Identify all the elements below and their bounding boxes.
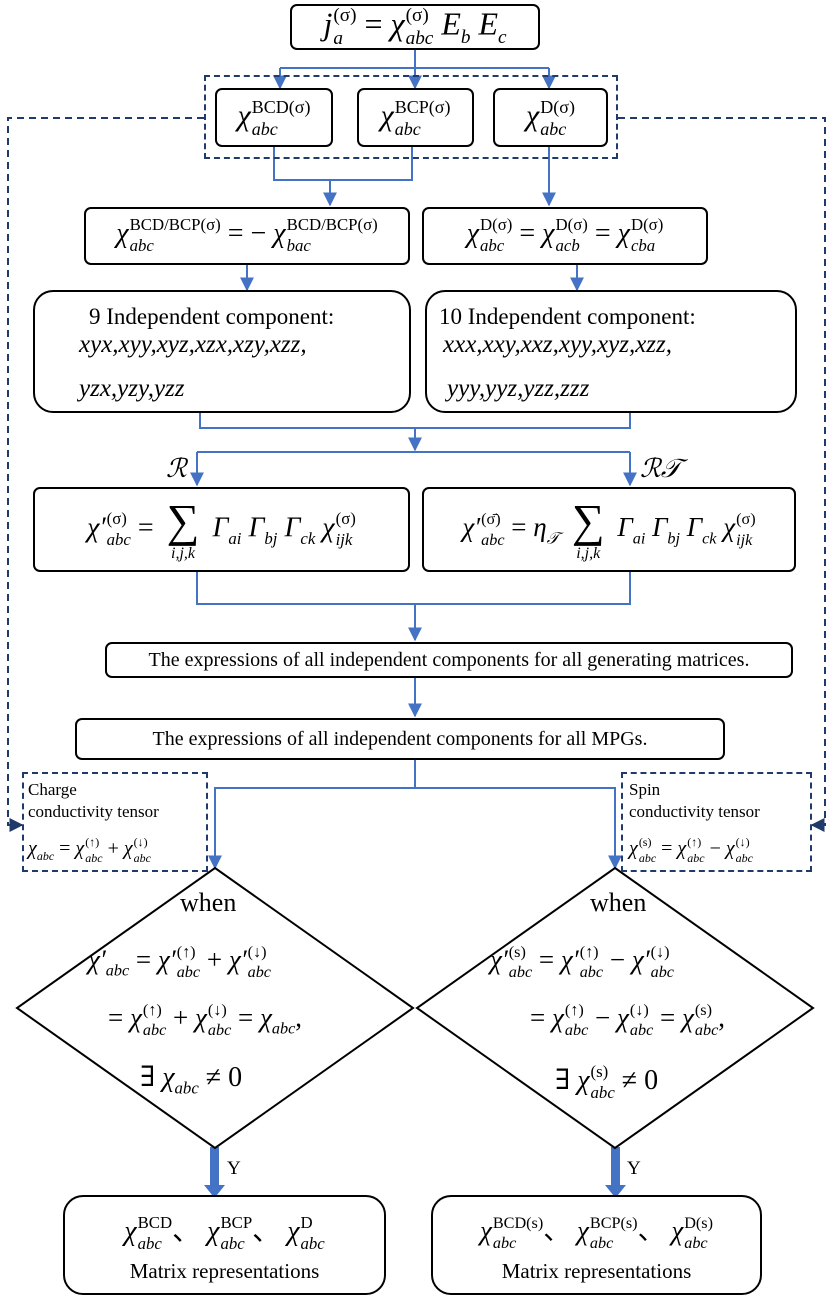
yes-label-right: Y xyxy=(627,1158,641,1179)
transform-left-box: χ′(σ)abc = ∑i,j,k Γai Γbj Γck χ(σ)ijk xyxy=(33,487,410,572)
charge-label-2: conductivity tensor xyxy=(28,802,159,821)
result-spin-caption: Matrix representations xyxy=(501,1259,692,1283)
spin-label-1: Spin xyxy=(629,780,661,799)
yes-label-left: Y xyxy=(227,1158,241,1179)
spin-equation: χ(s)abc = χ(↑)abc − χ(↓)abc xyxy=(629,835,753,865)
expressions-generating-text: The expressions of all independent compo… xyxy=(148,648,750,671)
transform-right-box: χ′(σ̄)abc = η𝒯 ∑i,j,k Γai Γbj Γck χ(σ)ij… xyxy=(422,487,796,572)
indep-left-line1: xyx,xyy,xyz,xzx,xzy,xzz, xyxy=(79,331,307,358)
when-right: when xyxy=(590,888,647,917)
tensor-types-group xyxy=(204,75,618,159)
operator-r-label: ℛ xyxy=(166,454,187,483)
charge-label-1: Charge xyxy=(28,780,77,799)
charge-conductivity-box: Charge conductivity tensor χabc = χ(↑)ab… xyxy=(22,772,208,872)
cond-left-line2: = χ(↑)abc + χ(↓)abc = χabc, xyxy=(108,1001,302,1040)
indep-left-line2: yzx,yzy,yzz xyxy=(79,375,185,402)
independent-components-left: 9 Independent component: xyx,xyy,xyz,xzx… xyxy=(33,290,411,413)
cond-right-line2: = χ(↑)abc − χ(↓)abc = χ(s)abc, xyxy=(530,1001,725,1040)
spin-label-2: conductivity tensor xyxy=(629,802,760,821)
current-equation: j(σ)a = χ(σ)abc Eb Ec xyxy=(323,4,507,49)
cond-left-line3: ∃ χabc ≠ 0 xyxy=(140,1062,243,1098)
current-equation-box: j(σ)a = χ(σ)abc Eb Ec xyxy=(290,4,540,50)
independent-components-right: 10 Independent component: xxx,xxy,xxz,xy… xyxy=(425,290,797,413)
indep-right-line2: yyy,yyz,yzz,zzz xyxy=(447,375,590,402)
cond-left-line1: χ′abc = χ′(↑)abc + χ′(↓)abc xyxy=(88,943,271,982)
expressions-mpgs-box: The expressions of all independent compo… xyxy=(75,718,725,760)
result-charge-caption: Matrix representations xyxy=(129,1259,320,1283)
charge-equation: χabc = χ(↑)abc + χ(↓)abc xyxy=(28,835,151,865)
operator-rt-label: ℛ𝒯 xyxy=(640,454,681,483)
expressions-generating-box: The expressions of all independent compo… xyxy=(105,642,793,678)
indep-left-title: 9 Independent component: xyxy=(89,304,335,329)
yes-arrows xyxy=(204,1147,626,1198)
when-left: when xyxy=(180,888,237,917)
indep-right-line1: xxx,xxy,xxz,xyy,xyz,xzz, xyxy=(443,331,673,358)
indep-right-title: 10 Independent component: xyxy=(439,304,696,329)
condition-diamond-right xyxy=(415,866,815,1150)
expressions-mpgs-text: The expressions of all independent compo… xyxy=(152,727,648,750)
condition-diamond-left xyxy=(15,866,415,1150)
cond-right-line3: ∃ χ(s)abc ≠ 0 xyxy=(555,1062,659,1102)
spin-conductivity-box: Spin conductivity tensor χ(s)abc = χ(↑)a… xyxy=(621,772,812,872)
cond-right-line1: χ′(s)abc = χ′(↑)abc − χ′(↓)abc xyxy=(490,943,674,982)
